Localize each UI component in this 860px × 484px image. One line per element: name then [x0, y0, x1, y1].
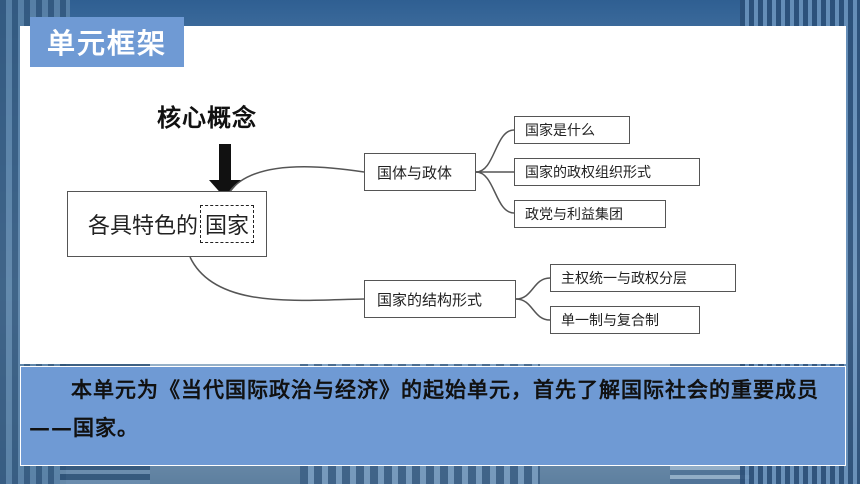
- root-highlight: 国家: [200, 205, 255, 243]
- branch-label: 国体与政体: [377, 163, 453, 182]
- summary-text: 本单元为《当代国际政治与经济》的起始单元，首先了解国际社会的重要成员——国家。: [29, 377, 819, 440]
- connector-b1-leaf3: [475, 171, 515, 214]
- connector-b1-leaf1: [475, 129, 515, 173]
- branch-node-2: 国家的结构形式: [364, 280, 516, 318]
- branch-node-1: 国体与政体: [364, 153, 476, 191]
- leaf-node: 单一制与复合制: [550, 306, 700, 334]
- leaf-node: 政党与利益集团: [514, 200, 666, 228]
- leaf-label: 单一制与复合制: [561, 313, 659, 329]
- leaf-label: 国家的政权组织形式: [525, 165, 651, 181]
- core-concept-label: 核心概念: [157, 103, 257, 132]
- branch-label: 国家的结构形式: [377, 290, 483, 309]
- summary-box: 本单元为《当代国际政治与经济》的起始单元，首先了解国际社会的重要成员——国家。: [20, 366, 846, 466]
- root-node: 各具特色的 国家: [67, 191, 267, 257]
- leaf-label: 主权统一与政权分层: [561, 271, 687, 287]
- connector-b2-leaf1: [515, 277, 551, 300]
- connector-b2-leaf2: [515, 298, 551, 321]
- leaf-node: 国家是什么: [514, 116, 630, 144]
- root-text: 各具特色的: [88, 214, 199, 239]
- connector-root-branch2: [189, 256, 365, 302]
- leaf-node: 国家的政权组织形式: [514, 158, 700, 186]
- connector-root-branch1: [229, 166, 365, 192]
- leaf-label: 政党与利益集团: [525, 207, 623, 223]
- leaf-node: 主权统一与政权分层: [550, 264, 736, 292]
- arrow-shaft: [219, 144, 231, 182]
- leaf-label: 国家是什么: [525, 123, 595, 139]
- section-title: 单元框架: [30, 17, 184, 67]
- arrow-head-icon: [209, 180, 241, 198]
